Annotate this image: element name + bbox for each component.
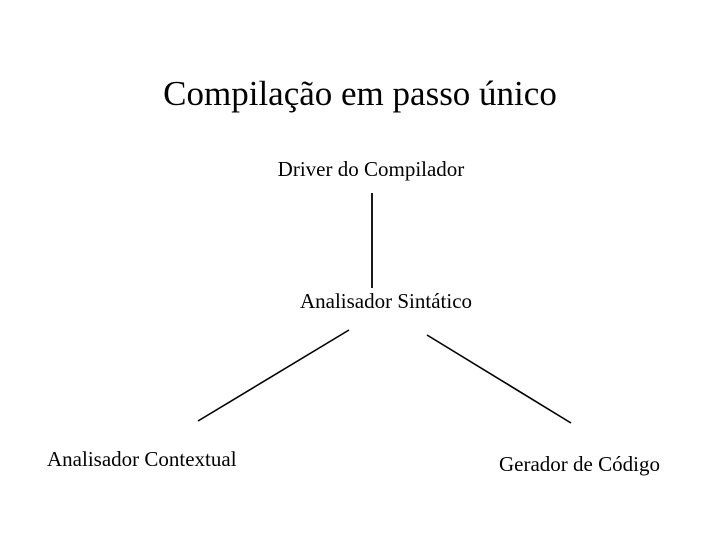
diagram-node-gerador-de-codigo: Gerador de Código bbox=[499, 452, 660, 476]
diagram-node-driver-do-compilador: Driver do Compilador bbox=[277, 157, 465, 181]
diagram-node-analisador-contextual: Analisador Contextual bbox=[47, 447, 237, 471]
page-title: Compilação em passo único bbox=[163, 74, 557, 113]
connector-sintatico-to-contextual bbox=[197, 329, 350, 422]
connector-sintatico-to-gerador bbox=[426, 334, 572, 424]
diagram-node-analisador-sintatico: Analisador Sintático bbox=[299, 289, 473, 313]
